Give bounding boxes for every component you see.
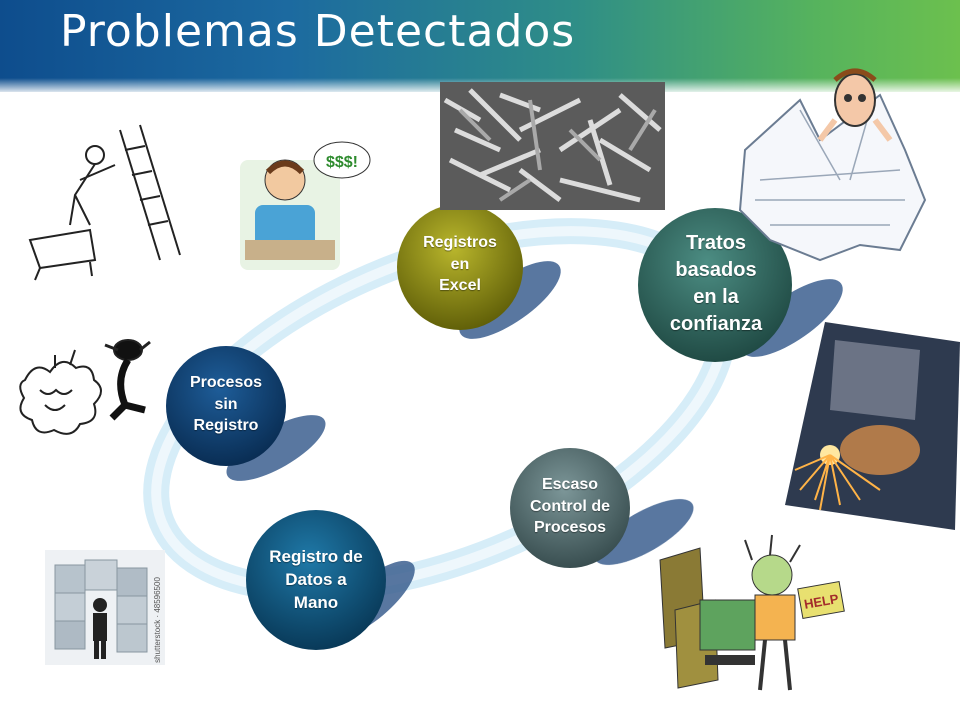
node-procesos-sin-registro (166, 346, 286, 466)
title-bar: Problemas Detectados (0, 0, 960, 92)
stock-watermark: shutterstock · 48596500 (153, 577, 162, 663)
person-on-ladder-sketch-icon (28, 124, 181, 281)
shredded-paper-photo-icon (440, 82, 665, 210)
label-procesos-sin-registro: Procesos sin Registro (189, 374, 263, 435)
money-bubble-text: $$$! (326, 154, 358, 171)
label-registro-manual: Registro de Datos a Mano (269, 547, 363, 612)
stressed-man-money-icon: $$$! (240, 141, 371, 270)
page-title: Problemas Detectados (60, 6, 576, 57)
node-tratos-confianza (638, 208, 792, 362)
man-buried-in-papers-icon (738, 68, 927, 262)
label-tratos-confianza: Tratos basados en la confianza (669, 232, 763, 335)
man-with-box-stacks-icon: shutterstock · 48596500 (45, 550, 165, 665)
frustrated-scribble-figure-icon (19, 339, 151, 435)
node-escaso-control (510, 448, 630, 568)
label-escaso-control: Escaso Control de Procesos (530, 476, 610, 537)
overwhelmed-office-worker-help-icon: HELP (659, 534, 845, 691)
node-registro-manual (246, 510, 386, 650)
label-registros-excel: Registros en Excel (423, 234, 497, 295)
node-registros-excel (397, 204, 523, 330)
welding-sparks-photo-icon (785, 322, 960, 530)
help-sign-text: HELP (803, 591, 840, 612)
